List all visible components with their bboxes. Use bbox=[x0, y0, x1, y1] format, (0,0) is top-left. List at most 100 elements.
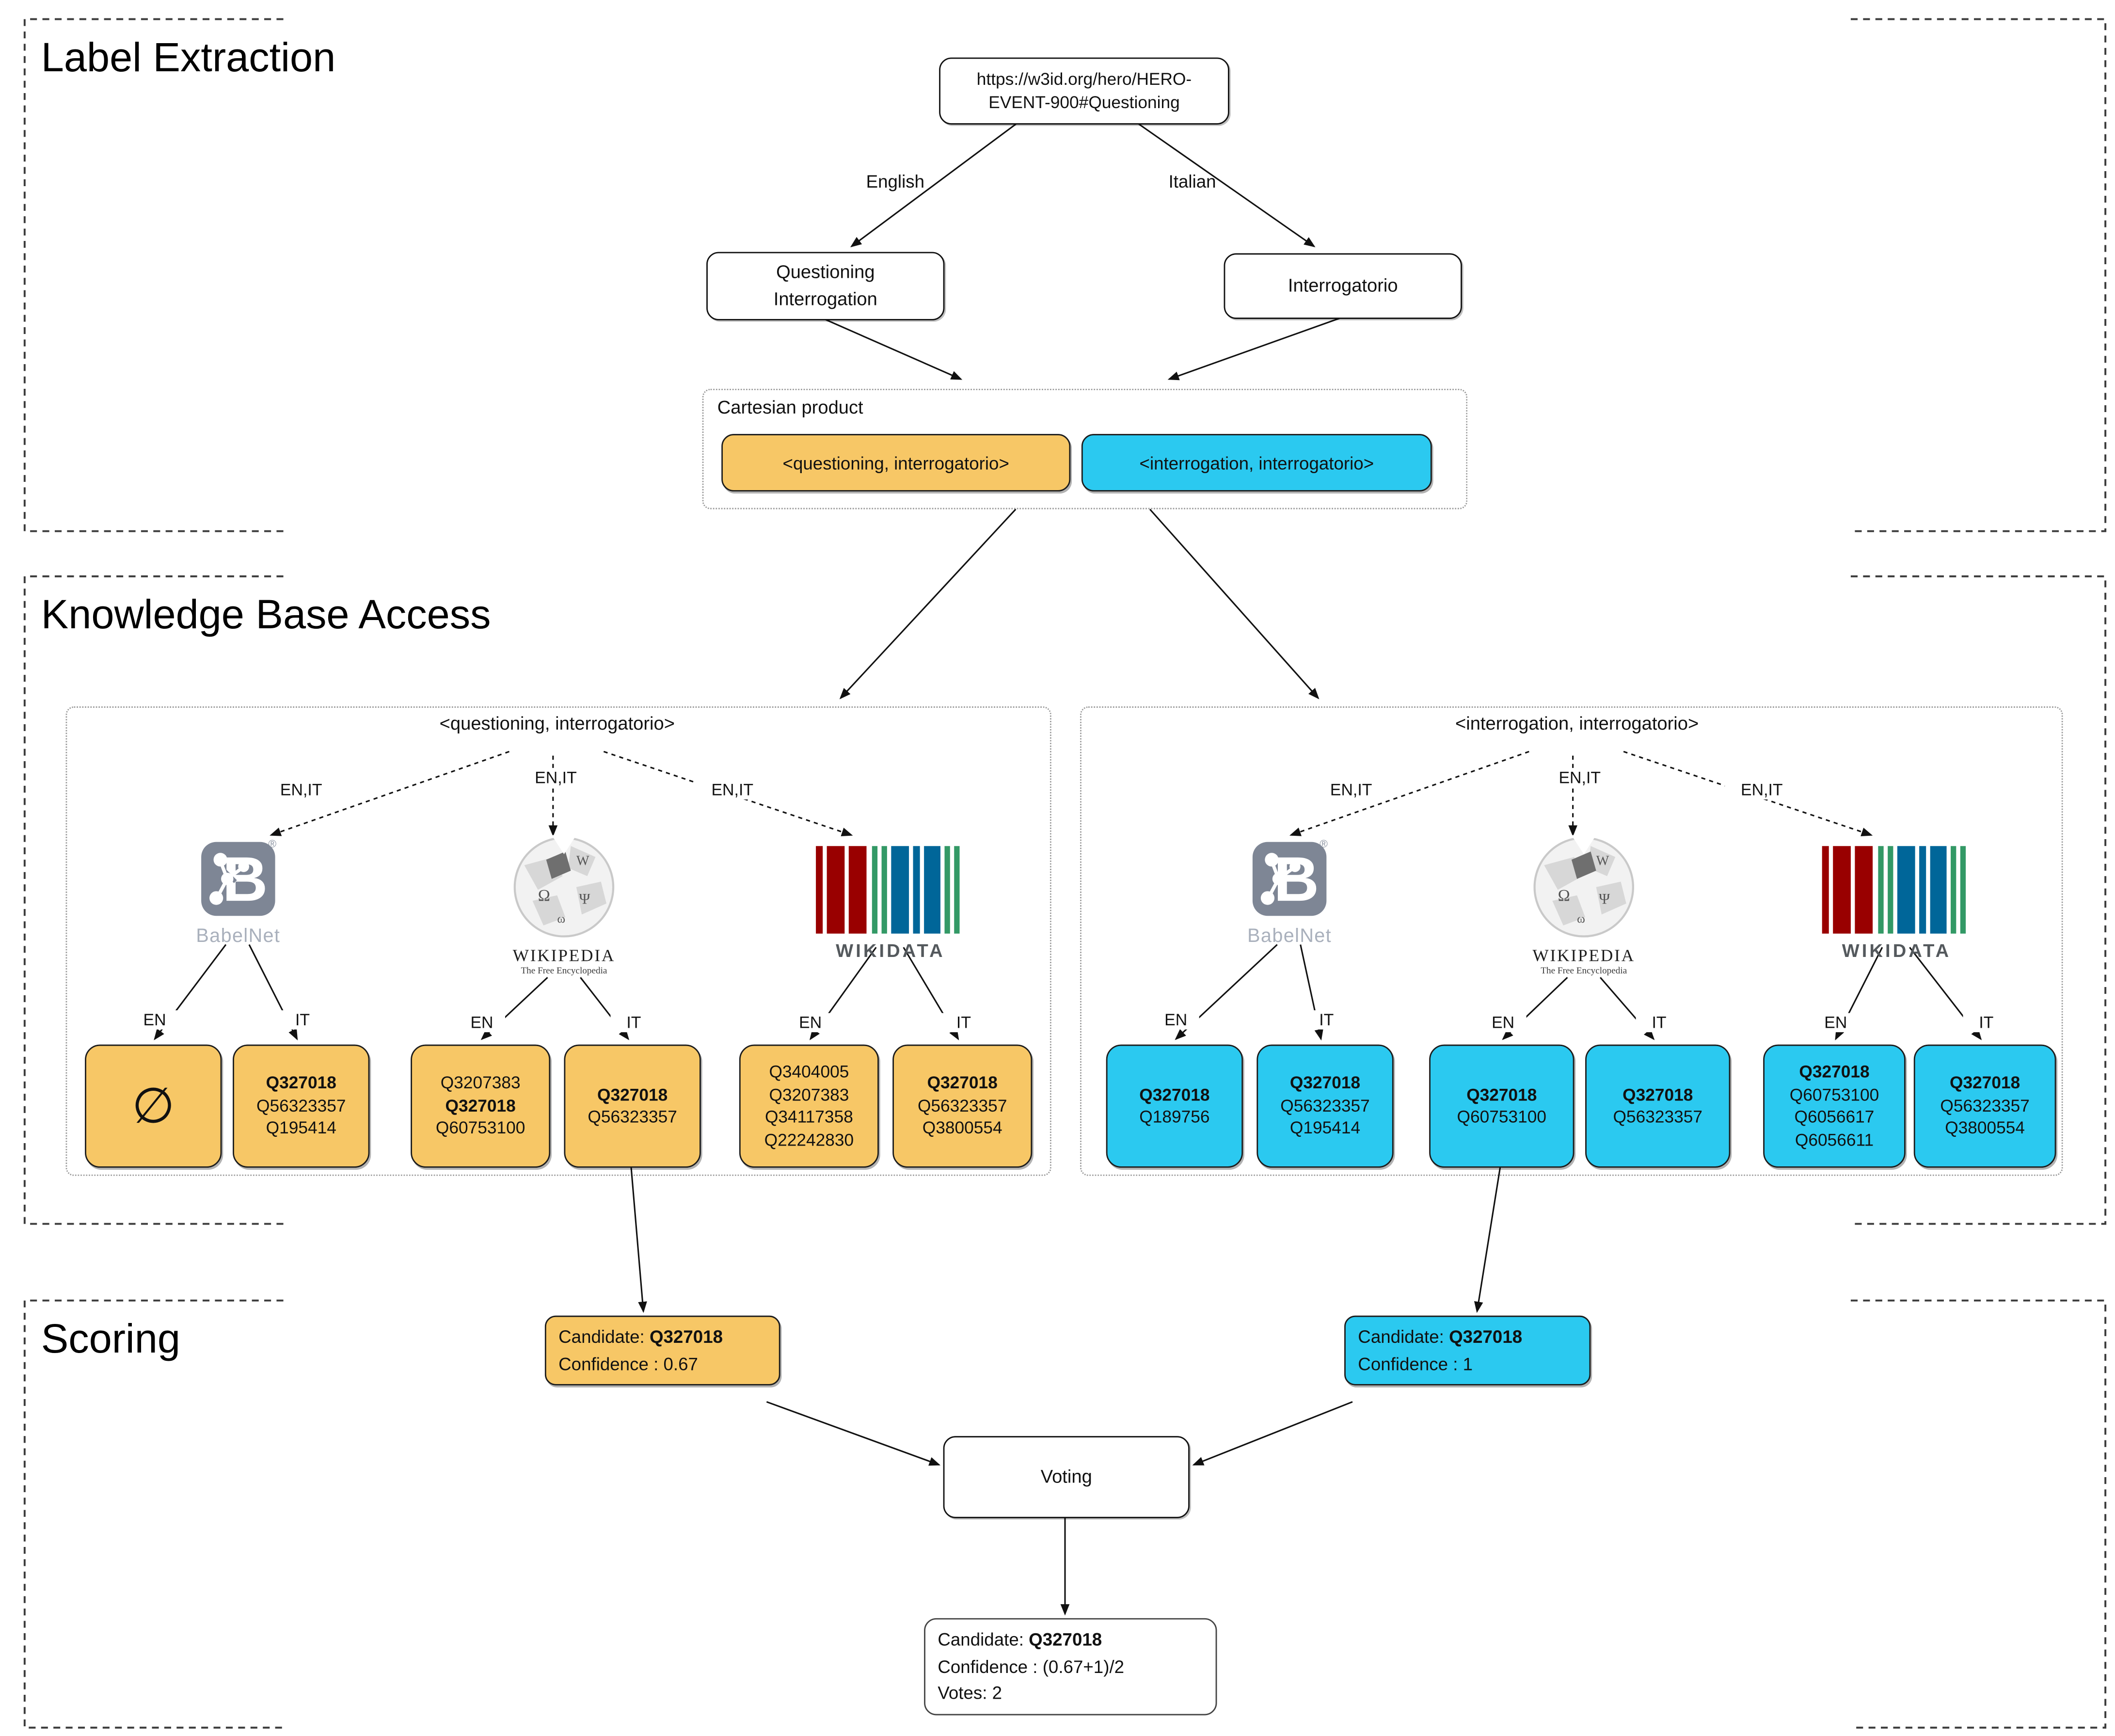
wikipedia-globe-icon: Ω W Ψω bbox=[1533, 835, 1635, 938]
it-label: IT bbox=[279, 1010, 326, 1030]
svg-text:Ω: Ω bbox=[538, 887, 550, 905]
english-label-2: Interrogation bbox=[773, 288, 877, 310]
kb-left-enit-wikidata: EN,IT bbox=[695, 780, 770, 800]
kb-right-enit-wikipedia: EN,IT bbox=[1543, 768, 1617, 787]
kb-result-babelnet-en-empty: ∅ bbox=[85, 1044, 222, 1168]
en-label: EN bbox=[131, 1010, 178, 1030]
wikipedia-sublabel: The Free Encyclopedia bbox=[1541, 966, 1627, 976]
it-label: IT bbox=[1303, 1010, 1350, 1030]
svg-text:ω: ω bbox=[1577, 912, 1585, 925]
qid-line: Q327018 bbox=[1139, 1084, 1210, 1104]
en-label: EN bbox=[1152, 1010, 1199, 1030]
it-label: IT bbox=[940, 1013, 987, 1033]
section-title-knowledge-base-access: Knowledge Base Access bbox=[41, 592, 491, 638]
right-candidate-node: Candidate: Q327018 Confidence : 1 bbox=[1344, 1315, 1591, 1386]
english-label-1: Questioning bbox=[776, 262, 875, 283]
qid-line: Q56323357 bbox=[1280, 1096, 1370, 1115]
wikidata-barcode-icon bbox=[1821, 846, 1965, 934]
qid-line: Q56323357 bbox=[1940, 1096, 2030, 1115]
wikidata-logo-right: WIKIDATA bbox=[1818, 846, 1975, 961]
edge-label-english: English bbox=[866, 171, 925, 192]
confidence-line: Confidence : 1 bbox=[1358, 1353, 1473, 1374]
it-label: IT bbox=[610, 1013, 657, 1033]
qid-line: Q56323357 bbox=[1613, 1107, 1703, 1127]
wikidata-barcode-icon bbox=[815, 846, 959, 934]
qid-line: Q3404005 bbox=[769, 1062, 849, 1082]
qid-line: Q189756 bbox=[1139, 1107, 1210, 1127]
svg-text:ω: ω bbox=[557, 912, 565, 925]
it-label: IT bbox=[1963, 1013, 2010, 1033]
uri-line1: https://w3id.org/hero/HERO- bbox=[976, 70, 1192, 90]
en-label: EN bbox=[787, 1013, 834, 1033]
wikidata-label: WIKIDATA bbox=[1842, 940, 1952, 961]
kb-left-header: <questioning, interrogatorio> bbox=[439, 713, 675, 734]
candidate-line: Candidate: Q327018 bbox=[558, 1326, 723, 1347]
section-title-label-extraction: Label Extraction bbox=[41, 35, 336, 81]
wikipedia-globe-icon: ΩW Ψω bbox=[513, 835, 615, 938]
qid-line: Q6056611 bbox=[1795, 1130, 1874, 1149]
uri-line2: EVENT-900#Questioning bbox=[988, 92, 1180, 112]
qid-line: Q22242830 bbox=[764, 1130, 854, 1149]
voting-node: Voting bbox=[943, 1436, 1190, 1518]
italian-label: Interrogatorio bbox=[1288, 275, 1398, 296]
svg-text:Ψ: Ψ bbox=[579, 890, 590, 907]
kb-right-enit-babelnet: EN,IT bbox=[1314, 780, 1388, 800]
qid-line: Q60753100 bbox=[1457, 1107, 1547, 1127]
en-label: EN bbox=[1812, 1013, 1859, 1033]
confidence-line: Confidence : 0.67 bbox=[558, 1353, 698, 1374]
wikipedia-label: WIKIPEDIA bbox=[1532, 946, 1636, 965]
qid-line: Q327018 bbox=[1466, 1084, 1537, 1104]
qid-line: Q56323357 bbox=[588, 1107, 677, 1127]
qid-line: Q56323357 bbox=[256, 1096, 346, 1115]
qid-line: Q327018 bbox=[1289, 1073, 1361, 1093]
qid-line: Q3207383 bbox=[440, 1073, 521, 1093]
en-label: EN bbox=[459, 1013, 506, 1033]
wikidata-logo-left: WIKIDATA bbox=[812, 846, 970, 961]
babelnet-label: BabelNet bbox=[196, 924, 281, 946]
english-labels-node: Questioning Interrogation bbox=[706, 252, 945, 320]
cartesian-product-container bbox=[702, 388, 1468, 510]
final-candidate-line: Candidate: Q327018 bbox=[938, 1629, 1102, 1650]
kb-right-header: <interrogation, interrogatorio> bbox=[1455, 713, 1699, 734]
section-title-scoring: Scoring bbox=[41, 1317, 180, 1362]
svg-text:Ψ: Ψ bbox=[1599, 890, 1610, 907]
cartesian-product-label: Cartesian product bbox=[717, 397, 863, 418]
qid-line: Q56323357 bbox=[917, 1096, 1007, 1115]
qid-line: Q3207383 bbox=[769, 1084, 849, 1104]
final-result-node: Candidate: Q327018 Confidence : (0.67+1)… bbox=[924, 1618, 1217, 1715]
en-label: EN bbox=[1479, 1013, 1527, 1033]
svg-text:W: W bbox=[1596, 854, 1609, 869]
qid-line: Q6056617 bbox=[1794, 1107, 1875, 1127]
svg-text:Ω: Ω bbox=[1558, 887, 1570, 905]
qid-line: Q327018 bbox=[597, 1084, 668, 1104]
registered-mark: ® bbox=[268, 838, 277, 850]
qid-line: ∅ bbox=[131, 1078, 175, 1134]
it-label: IT bbox=[1636, 1013, 1683, 1033]
italian-label-node: Interrogatorio bbox=[1224, 253, 1462, 319]
qid-line: Q60753100 bbox=[1789, 1084, 1879, 1104]
qid-line: Q327018 bbox=[1799, 1062, 1870, 1082]
qid-line: Q327018 bbox=[1622, 1084, 1693, 1104]
kb-left-enit-wikipedia: EN,IT bbox=[519, 768, 593, 787]
qid-line: Q3800554 bbox=[1945, 1118, 2025, 1138]
qid-line: Q327018 bbox=[927, 1073, 998, 1093]
left-candidate-node: Candidate: Q327018 Confidence : 0.67 bbox=[544, 1315, 780, 1386]
wikipedia-label: WIKIPEDIA bbox=[512, 946, 616, 965]
final-confidence-line: Confidence : (0.67+1)/2 bbox=[938, 1656, 1125, 1676]
babelnet-label: BabelNet bbox=[1247, 924, 1332, 946]
qid-line: Q327018 bbox=[266, 1073, 336, 1093]
qid-line: Q34117358 bbox=[764, 1107, 853, 1127]
kb-right-enit-wikidata: EN,IT bbox=[1725, 780, 1799, 800]
